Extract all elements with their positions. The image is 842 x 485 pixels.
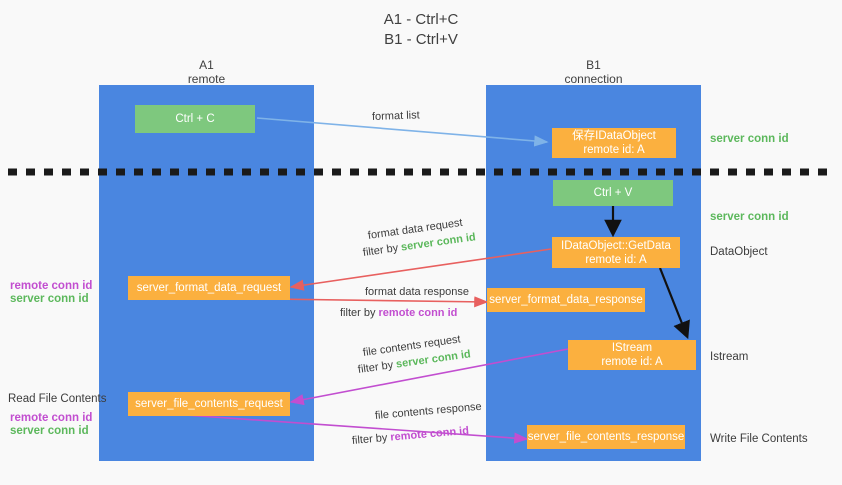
filter-prefix-2: filter by [340,307,379,319]
node-ctrl-v[interactable]: Ctrl + V [553,180,673,206]
label-server-conn-id-1: server conn id [10,293,89,305]
node-ctrl-c-label: Ctrl + C [175,113,215,125]
node-save-idataobject-label: 保存IDataObject [572,130,656,142]
lane-header-a1: A1 remote [99,58,314,86]
edge-label-file-contents-response: file contents response [374,400,483,422]
label-server-conn-id-top: server conn id [710,133,789,145]
node-server-format-data-response-label: server_format_data_response [489,294,643,306]
filter-prefix-3: filter by [357,358,397,376]
node-server-file-contents-request-label: server_file_contents_request [135,398,283,410]
edge-label-file-contents-response-filter: filter by remote conn id [351,424,469,448]
filter-prefix-1: filter by [362,241,402,259]
node-save-idataobject[interactable]: 保存IDataObject remote id: A [552,128,676,158]
node-server-file-contents-request[interactable]: server_file_contents_request [128,392,290,416]
node-server-file-contents-response[interactable]: server_file_contents_response [527,425,685,449]
page-title: A1 - Ctrl+C B1 - Ctrl+V [0,10,842,50]
node-istream[interactable]: IStream remote id: A [568,340,696,370]
node-idataobject-getdata-label: IDataObject::GetData [561,239,671,252]
node-idataobject-getdata-sublabel: remote id: A [585,253,647,266]
node-save-idataobject-sublabel: remote id: A [583,144,645,156]
edge-label-format-list: format list [371,109,420,123]
node-istream-label: IStream [611,342,653,354]
label-istream: Istream [710,351,749,363]
filter-prefix-4: filter by [351,431,391,447]
lane-b1-name: B1 [586,58,601,72]
label-dataobject: DataObject [710,246,768,258]
lane-a1-sub: remote [187,72,226,86]
filter-key-remote-conn-id-2: remote conn id [389,424,470,444]
node-idataobject-getdata[interactable]: IDataObject::GetData remote id: A [552,237,680,268]
node-server-file-contents-response-label: server_file_contents_response [527,431,685,443]
lane-a1-name: A1 [199,58,214,72]
lane-header-b1: B1 connection [486,58,701,86]
node-server-format-data-request[interactable]: server_format_data_request [128,276,290,300]
edge-label-format-data-response: format data response [365,286,469,298]
label-write-file-contents: Write File Contents [710,433,808,445]
node-server-format-data-response[interactable]: server_format_data_response [487,288,645,312]
label-server-conn-id-mid: server conn id [710,211,789,223]
node-server-format-data-request-label: server_format_data_request [136,282,282,294]
lane-b1-sub: connection [564,72,623,86]
filter-key-remote-conn-id-1: remote conn id [378,307,458,319]
label-read-file-contents: Read File Contents [8,393,107,405]
node-ctrl-v-label: Ctrl + V [593,187,633,199]
label-remote-conn-id-1: remote conn id [10,280,93,292]
node-ctrl-c[interactable]: Ctrl + C [135,105,255,133]
node-istream-sublabel: remote id: A [601,356,663,368]
title-line-1: A1 - Ctrl+C [383,11,459,28]
label-remote-conn-id-2: remote conn id [10,412,93,424]
title-line-2: B1 - Ctrl+V [384,31,458,48]
edge-label-format-data-response-filter: filter by remote conn id [340,306,457,320]
label-server-conn-id-2: server conn id [10,425,89,437]
